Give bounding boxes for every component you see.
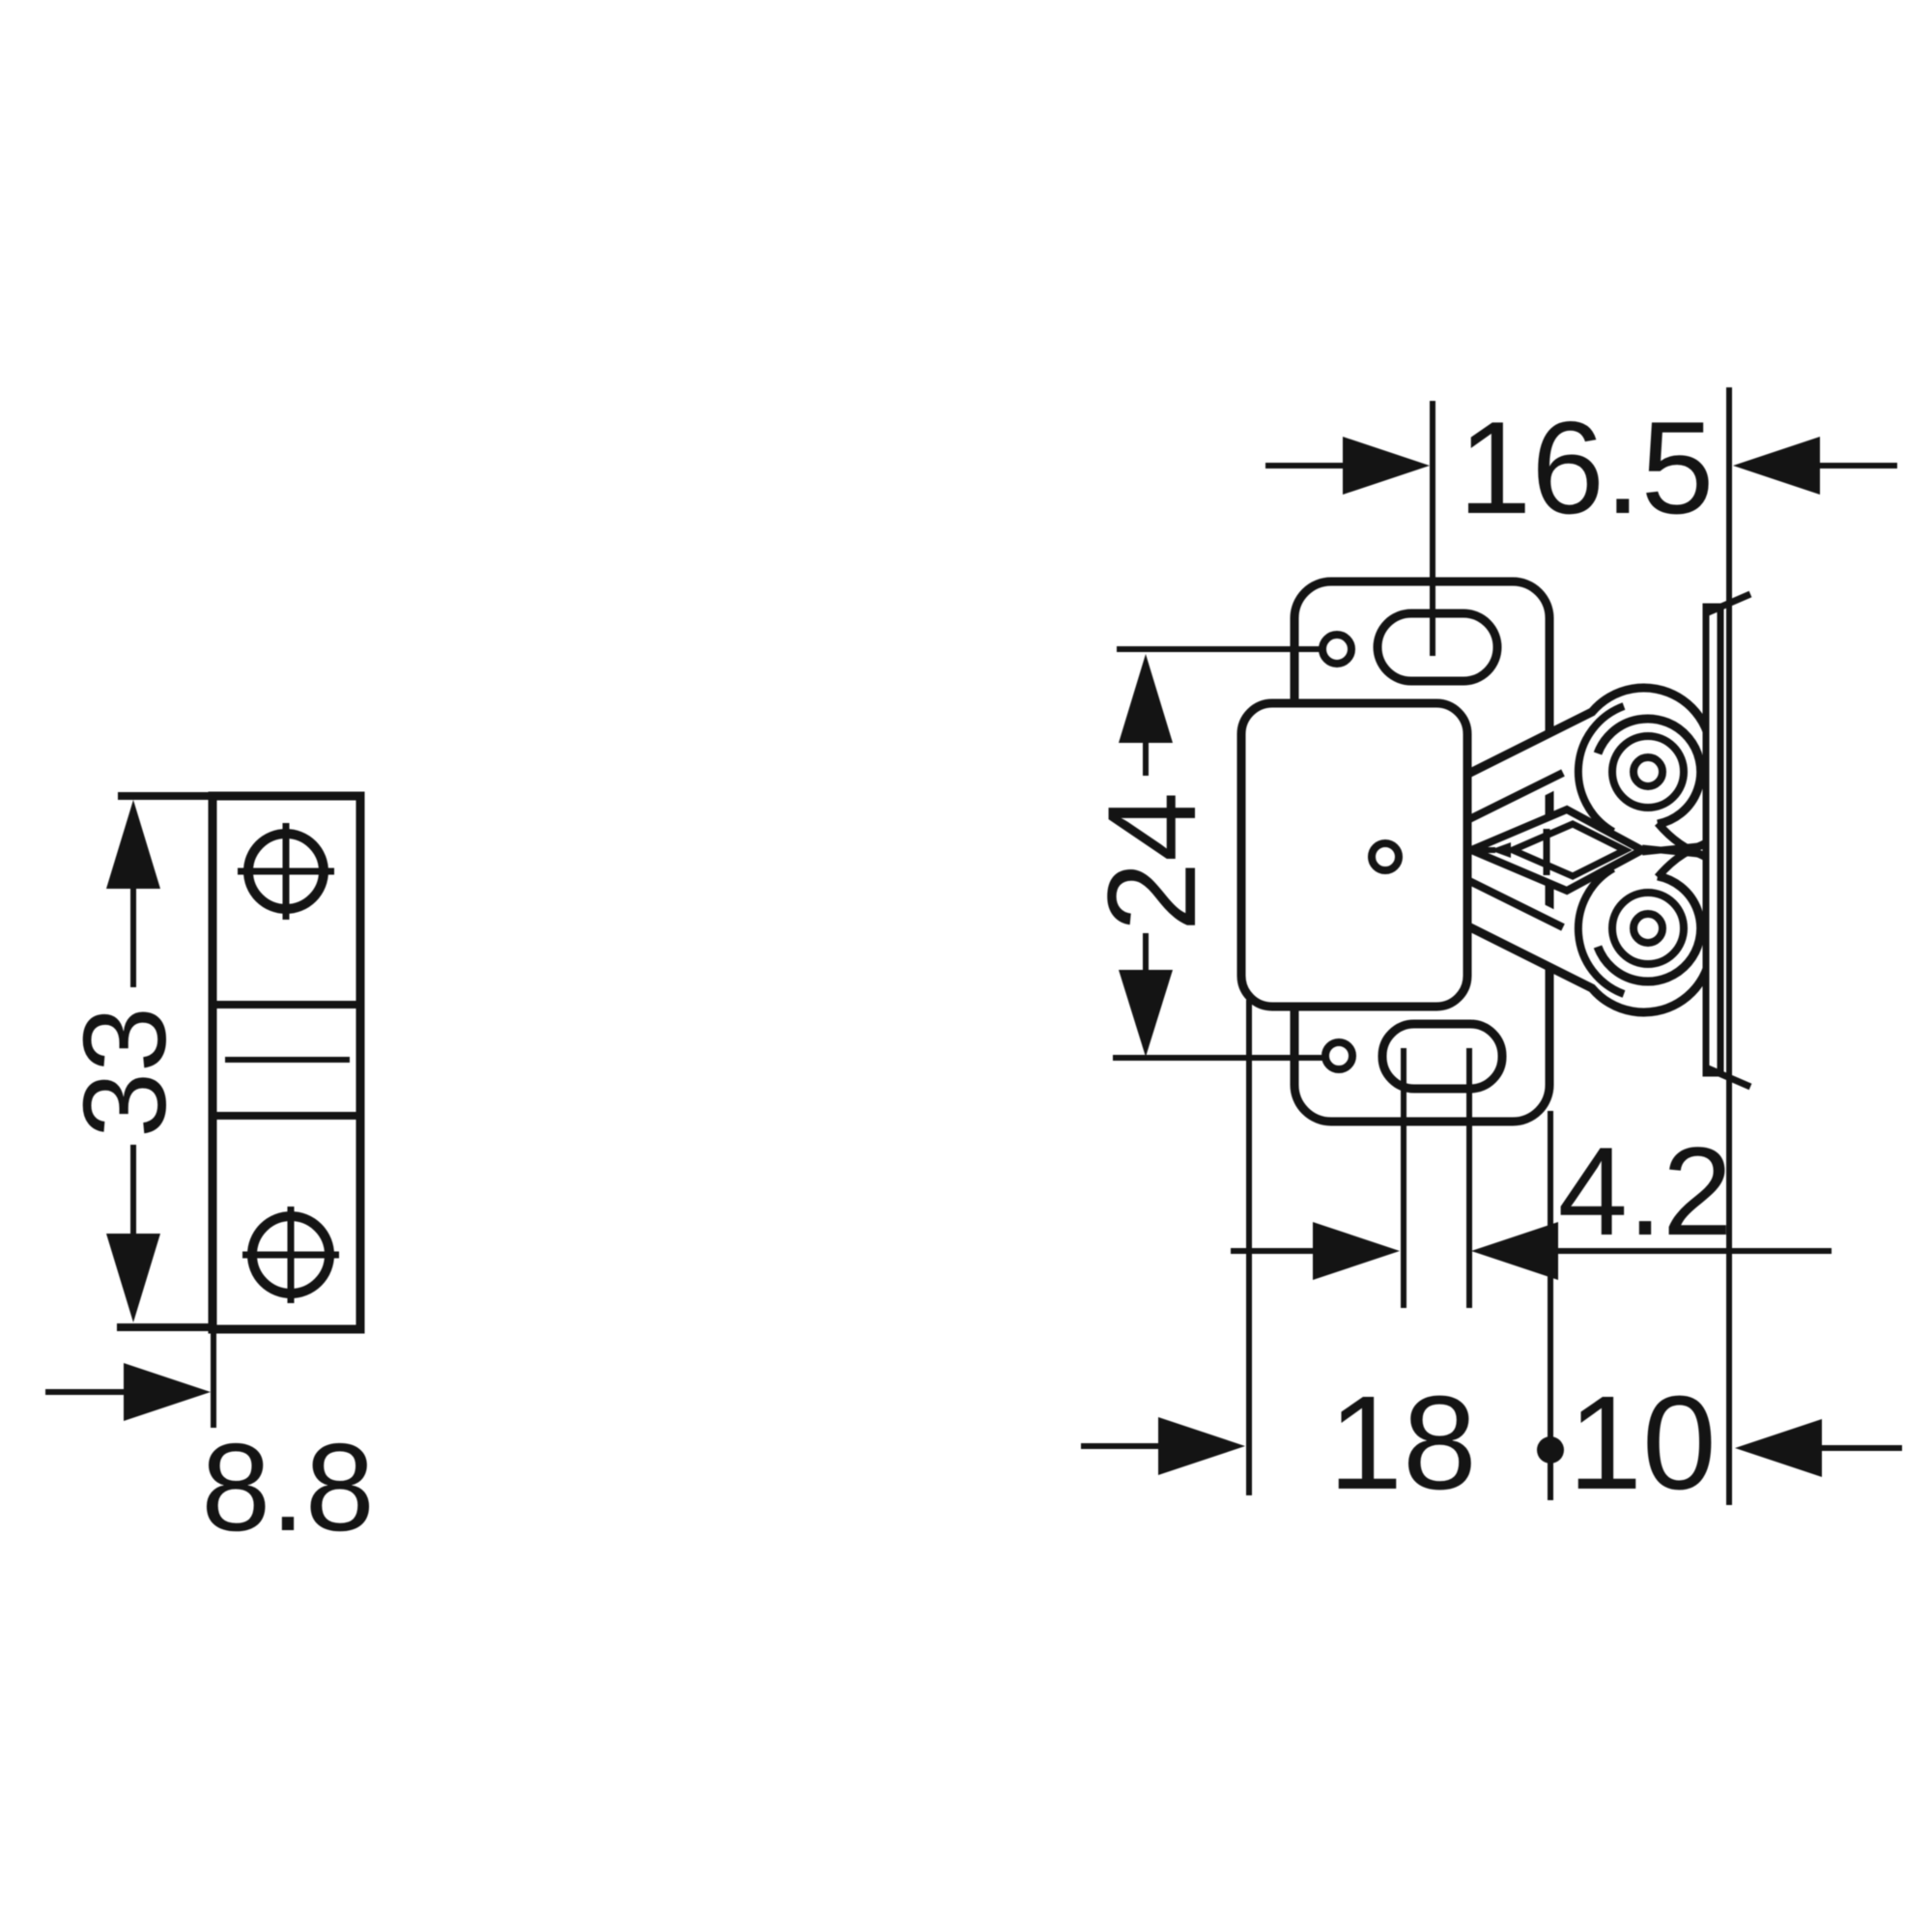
svg-text:8.8: 8.8 bbox=[201, 1418, 374, 1557]
svg-text:4.2: 4.2 bbox=[1558, 1121, 1733, 1262]
svg-text:16.5: 16.5 bbox=[1459, 394, 1715, 541]
svg-text:10: 10 bbox=[1568, 1369, 1717, 1518]
svg-text:24: 24 bbox=[1081, 792, 1222, 932]
svg-text:33: 33 bbox=[59, 1007, 190, 1138]
svg-text:18: 18 bbox=[1328, 1369, 1477, 1518]
